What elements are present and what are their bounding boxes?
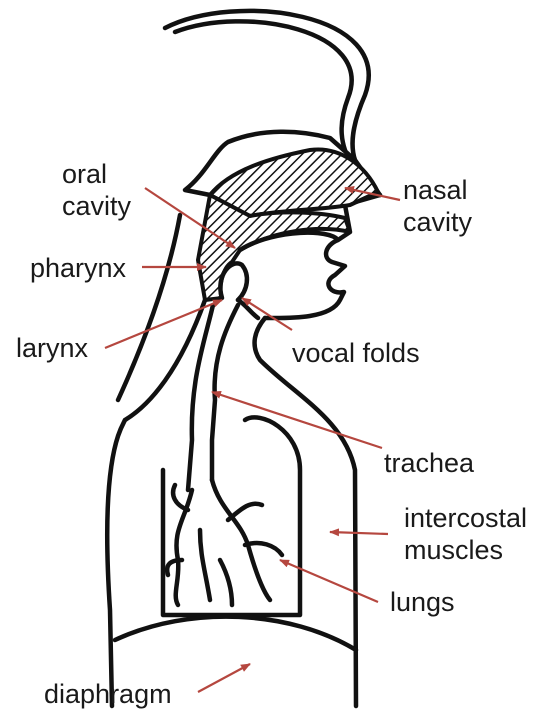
torso-back	[107, 420, 125, 706]
label-oral-cavity: oral cavity	[62, 158, 131, 222]
label-lungs: lungs	[390, 586, 455, 618]
front-of-neck	[255, 318, 356, 706]
diaphragm-curve	[115, 617, 356, 650]
label-pharynx: pharynx	[30, 252, 126, 284]
arrow-lungs	[280, 560, 378, 602]
label-larynx: larynx	[16, 332, 88, 364]
arrow-vocal-folds	[242, 298, 292, 330]
arrow-diaphragm	[198, 664, 250, 692]
label-nasal-cavity: nasal cavity	[403, 174, 472, 238]
label-intercostal-muscles: intercostal muscles	[404, 502, 527, 566]
larynx-outline	[220, 263, 247, 300]
label-trachea: trachea	[384, 447, 474, 479]
arrow-trachea	[212, 392, 382, 448]
label-diaphragm: diaphragm	[44, 678, 172, 710]
label-vocal-folds: vocal folds	[292, 337, 420, 369]
bronchial-tree	[167, 480, 282, 605]
arrow-intercostal	[330, 532, 388, 534]
